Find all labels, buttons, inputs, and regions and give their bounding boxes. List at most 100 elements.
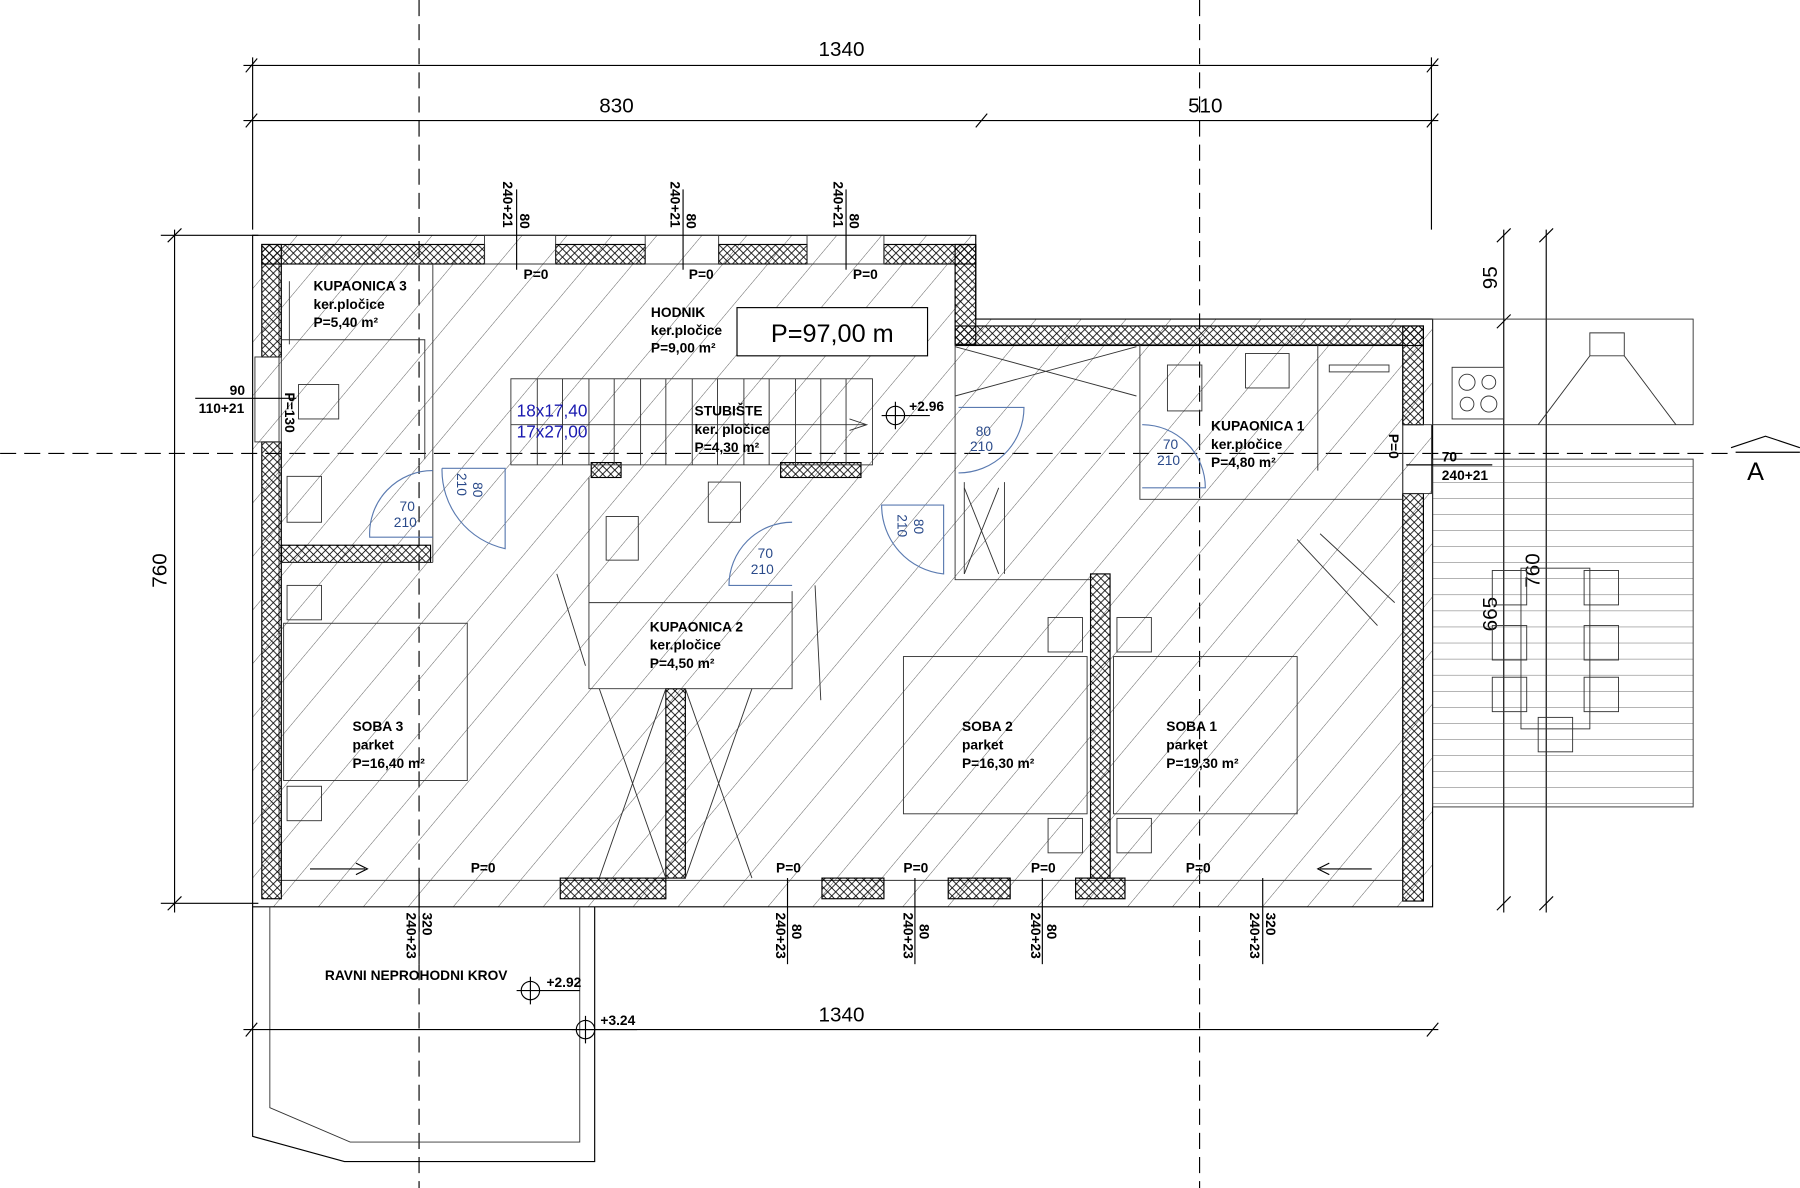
top-dimensions: 1340 830 510 [243,38,1439,230]
svg-text:240+21: 240+21 [1442,468,1489,483]
svg-text:P=0: P=0 [903,860,928,875]
svg-text:70: 70 [1163,437,1179,452]
top-windows: 240+21 80 P=0 240+21 80 P=0 240+21 80 P=… [484,181,885,282]
dim-bottom-total: 1340 [818,1004,864,1027]
svg-text:ker.pločice: ker.pločice [650,638,722,653]
svg-text:P=9,00 m²: P=9,00 m² [651,340,716,355]
section-mark-a: A [1730,435,1800,486]
svg-text:P=0: P=0 [1386,434,1401,459]
partitions [281,264,1403,879]
svg-text:80: 80 [917,924,932,940]
svg-text:240+21: 240+21 [667,181,682,228]
svg-text:KUPAONICA 3: KUPAONICA 3 [313,278,407,293]
bottom-dimension: 1340 [243,1004,1439,1037]
svg-text:P=0: P=0 [1186,860,1211,875]
svg-text:parket: parket [352,738,394,753]
svg-text:70: 70 [1442,449,1458,464]
svg-text:P=5,40 m²: P=5,40 m² [313,315,378,330]
svg-text:80: 80 [789,924,804,940]
elevation-stair: +2.96 [909,399,944,414]
svg-text:HODNIK: HODNIK [651,305,705,320]
svg-text:80: 80 [976,424,992,439]
svg-text:STUBIŠTE: STUBIŠTE [695,402,763,419]
svg-text:80: 80 [846,213,861,229]
elevation-roof: +2.92 [546,975,581,990]
svg-text:320: 320 [420,913,435,936]
dim-top-left: 830 [599,94,633,117]
svg-text:P=16,40 m²: P=16,40 m² [352,756,425,771]
elevation-marks: +2.96 +2.92 +3.24 [516,399,944,1044]
svg-text:320: 320 [1263,913,1278,936]
furniture [283,281,1396,854]
total-area-box: P=97,00 m [736,307,929,357]
svg-text:240+21: 240+21 [830,181,845,228]
svg-text:240+23: 240+23 [1028,913,1043,960]
svg-text:ker. pločice: ker. pločice [695,422,770,437]
cooktop-icon [1451,366,1505,420]
svg-text:240+23: 240+23 [403,913,418,960]
terrace [1432,318,1694,808]
svg-text:240+21: 240+21 [500,181,515,228]
svg-text:240+23: 240+23 [773,913,788,960]
elevation-roof-edge: +3.24 [600,1013,635,1028]
svg-text:210: 210 [394,515,417,530]
svg-text:SOBA 1: SOBA 1 [1166,719,1217,734]
svg-text:80: 80 [470,482,485,498]
svg-text:P=130: P=130 [282,393,297,434]
svg-text:210: 210 [454,473,469,496]
svg-text:70: 70 [758,546,774,561]
svg-text:ker.pločice: ker.pločice [1211,437,1283,452]
svg-text:80: 80 [1044,924,1059,940]
stair-spec-1: 18x17,40 [517,401,588,421]
svg-text:240+23: 240+23 [900,913,915,960]
svg-text:P=4,30 m²: P=4,30 m² [695,440,760,455]
svg-text:KUPAONICA 2: KUPAONICA 2 [650,619,744,634]
svg-text:210: 210 [751,562,774,577]
flat-roof: RAVNI NEPROHODNI KROV [252,906,596,1163]
svg-text:110+21: 110+21 [199,401,245,416]
svg-text:P=0: P=0 [1031,860,1056,875]
walls [261,243,1424,902]
svg-text:210: 210 [970,439,993,454]
svg-text:ker.pločice: ker.pločice [313,297,385,312]
svg-text:P=0: P=0 [776,860,801,875]
dim-top-right: 510 [1188,94,1222,117]
doors: 70 210 80 210 70 210 80 210 80 210 70 21… [369,406,1206,586]
dim-top-total: 1340 [818,38,864,61]
svg-text:P=0: P=0 [853,267,878,282]
svg-text:SOBA 2: SOBA 2 [962,719,1013,734]
left-dimension: 760 [149,228,259,913]
svg-text:80: 80 [517,213,532,229]
svg-text:240+23: 240+23 [1247,913,1262,960]
svg-text:P=0: P=0 [471,860,496,875]
total-area: P=97,00 m [771,320,894,348]
svg-text:parket: parket [962,738,1004,753]
svg-text:P=4,50 m²: P=4,50 m² [650,656,715,671]
svg-text:90: 90 [230,383,246,398]
svg-text:210: 210 [895,514,910,537]
svg-text:KUPAONICA 1: KUPAONICA 1 [1211,418,1305,433]
right-window: P=0 70 240+21 [1386,424,1493,495]
svg-text:parket: parket [1166,738,1208,753]
svg-text:ker.pločice: ker.pločice [651,323,723,338]
section-label: A [1747,458,1764,486]
staircase: 18x17,40 17x27,00 [510,378,873,466]
dim-right-top: 95 [1479,266,1502,289]
svg-text:70: 70 [400,499,416,514]
svg-text:P=19,30 m²: P=19,30 m² [1166,756,1239,771]
bottom-windows: P=0 240+23 320 P=0 240+23 80 P=0 240+23 … [310,860,1372,965]
left-window: 90 110+21 P=130 [195,356,297,443]
stair-spec-2: 17x27,00 [517,421,588,441]
svg-text:80: 80 [684,213,699,229]
svg-text:P=4,80 m²: P=4,80 m² [1211,455,1276,470]
